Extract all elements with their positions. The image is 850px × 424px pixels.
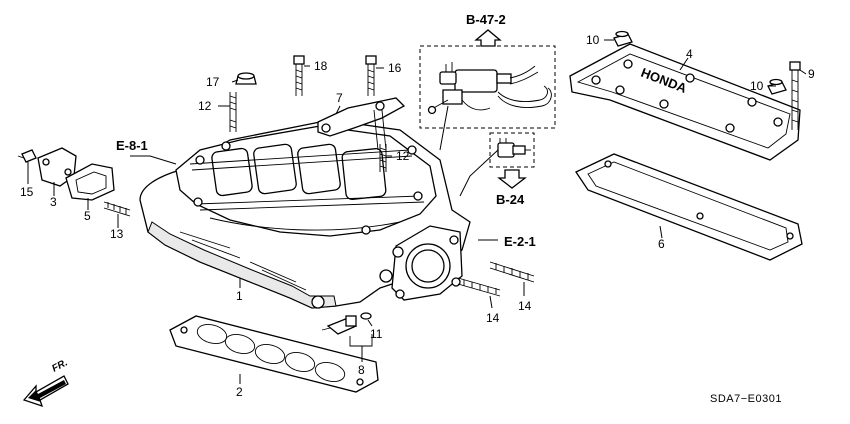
- cover-gasket-6: [575, 153, 803, 261]
- stud-12-left: [229, 92, 237, 132]
- bracket-7: [317, 97, 406, 151]
- stud-14-upper: [489, 261, 535, 283]
- vacuum-solenoid: [427, 62, 552, 115]
- callout-3: 3: [50, 195, 57, 209]
- front-direction-arrow: FR.: [22, 357, 70, 408]
- callout-6: 6: [658, 237, 665, 251]
- leader-lines: [27, 39, 807, 384]
- ref-b-47-2: B-47-2: [466, 12, 506, 27]
- callout-7: 7: [336, 91, 343, 105]
- callout-1: 1: [236, 289, 243, 303]
- solenoid-dashed-box: [419, 45, 556, 129]
- callout-13: 13: [110, 227, 124, 241]
- bolt-9: [789, 61, 801, 130]
- callout-14-upper: 14: [518, 299, 532, 313]
- callout-4: 4: [686, 47, 693, 61]
- ref-b-24: B-24: [496, 192, 525, 207]
- o-ring-11: [360, 312, 372, 320]
- callout-8: 8: [358, 363, 365, 377]
- stud-12-right: [379, 144, 387, 172]
- map-sensor: [497, 138, 531, 158]
- callout-numbers: 10 4 10 9 6 18 16 17 12 7 12 15 3 5 13 1…: [20, 33, 815, 399]
- stud-14-lower: [457, 277, 501, 297]
- arrow-up-icon: [474, 29, 502, 47]
- sensor-8: [321, 315, 358, 335]
- callout-17: 17: [206, 75, 220, 89]
- fr-label: FR.: [50, 357, 69, 374]
- stud-13: [103, 201, 131, 217]
- nut-17: [235, 72, 257, 85]
- throttle-body: [391, 225, 463, 301]
- callout-10-left: 10: [586, 33, 600, 47]
- intake-manifold: [139, 119, 471, 309]
- bolt-18: [293, 55, 305, 96]
- bolt-16: [365, 55, 377, 96]
- callout-11: 11: [370, 327, 383, 341]
- solenoid-group: [419, 29, 556, 129]
- callout-15: 15: [20, 185, 34, 199]
- ref-e-8-1: E-8-1: [116, 138, 148, 153]
- callout-18: 18: [314, 59, 328, 73]
- bracket-line-8: [349, 334, 373, 347]
- callout-9: 9: [808, 67, 815, 81]
- callout-14-lower: 14: [486, 311, 500, 325]
- callout-16: 16: [388, 61, 402, 75]
- gasket-5: [65, 163, 115, 201]
- sensor-dashed-box: [489, 132, 535, 168]
- callout-12-left: 12: [198, 99, 212, 113]
- gasket-2: [169, 315, 379, 393]
- nut-10-left: [613, 30, 633, 47]
- nut-10-right: [767, 78, 787, 95]
- sensor-group: [489, 132, 535, 189]
- engine-cover-4: HONDA: [569, 43, 801, 161]
- callout-2: 2: [236, 385, 243, 399]
- bolt-15: [17, 149, 37, 163]
- callout-12-right: 12: [396, 149, 410, 163]
- callout-5: 5: [84, 209, 91, 223]
- arrow-down-icon: [497, 169, 527, 189]
- reference-labels: B-47-2 B-24 E-8-1 E-2-1: [116, 12, 536, 249]
- diagram-code: SDA7−E0301: [710, 393, 782, 405]
- callout-10-right: 10: [750, 79, 764, 93]
- ref-e-2-1: E-2-1: [504, 234, 536, 249]
